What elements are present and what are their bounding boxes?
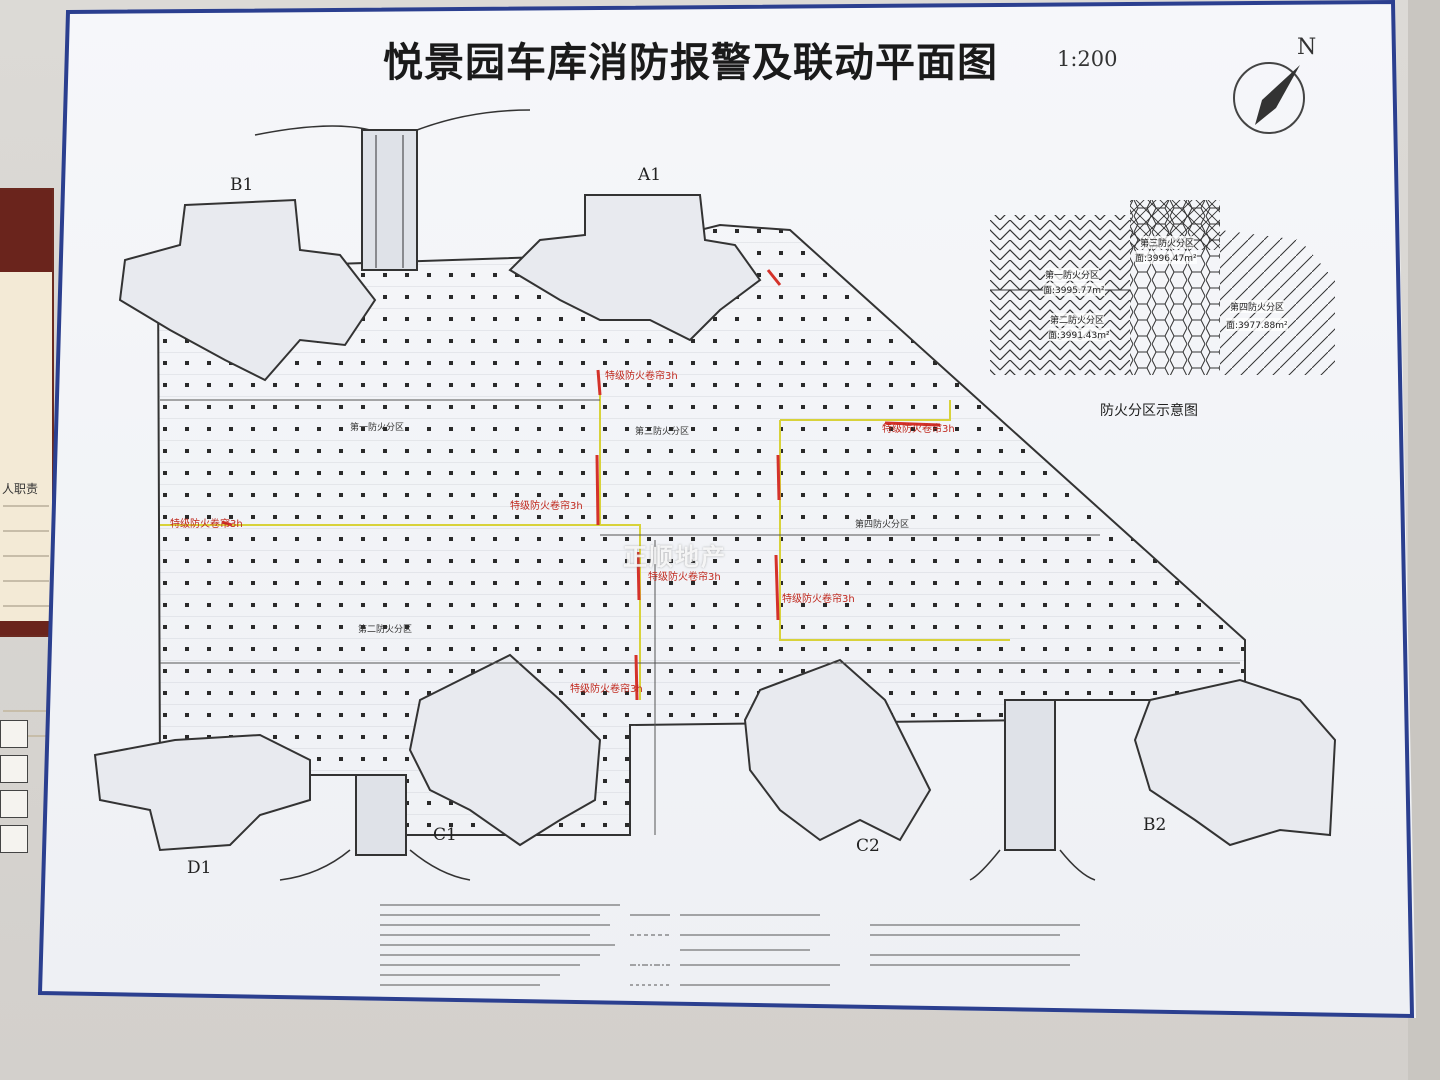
ramp-southeast [1004, 699, 1056, 851]
block-d1 [93, 733, 311, 852]
notice-board-heading: 人职责 [2, 482, 39, 496]
diagram-zone1-name: 第一防火分区 [1045, 268, 1100, 281]
plan-zone2-label: 第二防火分区 [358, 625, 413, 635]
form-cell [0, 755, 28, 783]
block-a1 [508, 194, 762, 342]
plan-zone1-label: 第一防火分区 [350, 423, 405, 433]
shutter-label: 特级防火卷帘3h [510, 501, 583, 512]
notice-text-line [3, 530, 49, 532]
block-label-a1: A1 [638, 165, 662, 185]
plan-scale: 1:200 [1057, 47, 1118, 71]
form-cell [0, 720, 28, 748]
plan-title: 悦景园车库消防报警及联动平面图 [383, 39, 998, 86]
diagram-zone3-area: 面:3996.47m² [1135, 251, 1197, 264]
shutter-label: 特级防火卷帘3h [882, 424, 955, 435]
zone-diagram [990, 200, 1335, 375]
diagram-zone2-area: 面:3991.43m² [1048, 328, 1110, 341]
notice-text-line [3, 580, 49, 582]
block-label-b1: B1 [230, 175, 254, 195]
block-label-d1: D1 [187, 858, 212, 878]
plan-zone4-label: 第四防火分区 [855, 520, 910, 530]
left-form-grid [0, 700, 28, 870]
notice-text-line [3, 710, 49, 712]
block-label-c1: C1 [433, 825, 457, 845]
block-b2 [1133, 678, 1337, 847]
shutter-label: 特级防火卷帘3h [605, 371, 678, 382]
legend-lines [380, 904, 1080, 986]
block-b1 [118, 198, 377, 382]
watermark-logo: 正顺地产 [623, 543, 727, 571]
zone-boundary [160, 390, 1010, 700]
ramp-south [355, 774, 407, 856]
diagram-zone1-area: 面:3995.77m² [1043, 283, 1105, 296]
shutter-label: 特级防火卷帘3h [570, 684, 643, 695]
ramp-north [361, 129, 418, 271]
block-c2 [743, 658, 932, 842]
notice-text-line [3, 555, 49, 557]
shutter-label: 特级防火卷帘3h [648, 572, 721, 583]
form-cell [0, 825, 28, 853]
block-label-c2: C2 [856, 836, 880, 856]
form-cell [0, 790, 28, 818]
plan-zone3-label: 第三防火分区 [635, 427, 690, 437]
zone-diagram-title: 防火分区示意图 [1100, 403, 1198, 419]
shutter-label: 特级防火卷帘3h [170, 519, 243, 530]
diagram-zone3-name: 第三防火分区 [1140, 236, 1195, 249]
block-label-b2: B2 [1143, 815, 1167, 835]
shutter-label: 特级防火卷帘3h [782, 594, 855, 605]
north-arrow-icon [1233, 62, 1305, 134]
north-label: N [1297, 35, 1317, 60]
diagram-zone2-name: 第二防火分区 [1050, 313, 1105, 326]
diagram-zone4-area: 面:3977.88m² [1226, 318, 1288, 331]
block-c1 [408, 653, 602, 847]
fire-shutters [221, 269, 941, 701]
notice-text-line [3, 605, 49, 607]
diagram-zone4-name: 第四防火分区 [1230, 300, 1285, 313]
notice-text-line [3, 505, 49, 507]
